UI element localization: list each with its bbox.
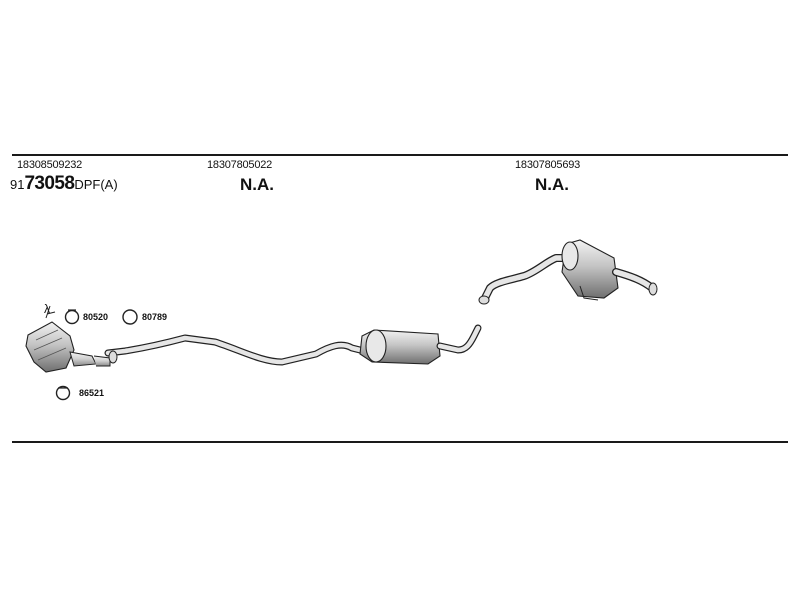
front-pipe <box>104 334 368 366</box>
na-label-middle: N.A. <box>240 175 274 194</box>
kit-prefix: 91 <box>10 177 25 192</box>
accessory-label-gasket: 80789 <box>142 312 168 322</box>
accessory-label-clamp-lower: 86521 <box>79 388 105 398</box>
part-number-middle-section: 18307805022 <box>207 159 273 171</box>
part-number-catalyst: 18308509232 <box>17 159 83 171</box>
na-label-rear: N.A. <box>535 175 569 194</box>
gasket-icon <box>122 309 138 325</box>
kit-number-main: 73058 <box>24 173 75 194</box>
middle-silencer <box>359 324 482 365</box>
clamp-icon <box>64 309 80 325</box>
lambda-sensor-symbol: λ <box>44 302 50 316</box>
accessory-label-clamp: 80520 <box>83 312 109 322</box>
top-divider-line <box>12 154 788 156</box>
rear-pipe <box>478 254 570 305</box>
bottom-divider-line <box>12 441 788 443</box>
kit-number: 9173058DPF(A) <box>10 173 118 195</box>
rear-silencer <box>561 239 658 301</box>
lower-clamp-icon <box>55 385 71 401</box>
kit-suffix: DPF(A) <box>74 177 118 192</box>
part-number-rear-section: 18307805693 <box>515 159 581 171</box>
catalytic-converter <box>25 305 111 373</box>
